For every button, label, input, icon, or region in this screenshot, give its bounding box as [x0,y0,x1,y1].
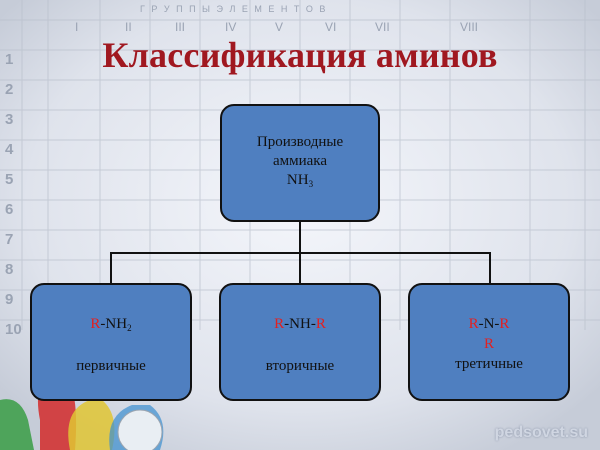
group-number: VII [375,20,390,34]
secondary-formula: R-NH-R [274,316,326,332]
tertiary-label: третичные [455,356,523,372]
secondary-label: вторичные [265,358,335,374]
group-number: IV [225,20,236,34]
group-number: VI [325,20,336,34]
connector-middle [299,252,301,284]
primary-label: первичные [76,358,146,374]
period-number: 5 [5,171,13,188]
secondary-amines-node: R-NH-R вторичные [219,283,381,401]
root-line-2: аммиака [272,153,328,169]
ammonia-formula: NH3 [286,172,314,189]
group-number: III [175,20,185,34]
primary-amines-node: R-NH2 первичные [30,283,192,401]
period-number: 9 [5,291,13,308]
period-number: 10 [5,321,22,338]
connector-right [489,252,491,284]
slide-title: Классификация аминов [102,35,498,75]
period-number: 6 [5,201,13,218]
watermark: pedsovet.su [494,424,588,441]
group-header-text: Г Р У П П Ы Э Л Е М Е Н Т О В [140,4,327,14]
primary-formula: R-NH2 [90,316,132,333]
period-number: 1 [5,51,13,68]
connector-left [110,252,112,284]
ammonia-derivatives-node: Производные аммиака NH3 [220,104,380,222]
group-number: I [75,20,78,34]
root-line-1: Производные [256,134,344,150]
group-number: VIII [460,20,478,34]
period-number: 4 [5,141,14,158]
period-number: 2 [5,81,13,98]
period-number: 3 [5,111,13,128]
connector-stem [299,222,301,254]
group-number: V [275,20,283,34]
period-number: 8 [5,261,13,278]
period-number: 7 [5,231,13,248]
group-number: II [125,20,132,34]
